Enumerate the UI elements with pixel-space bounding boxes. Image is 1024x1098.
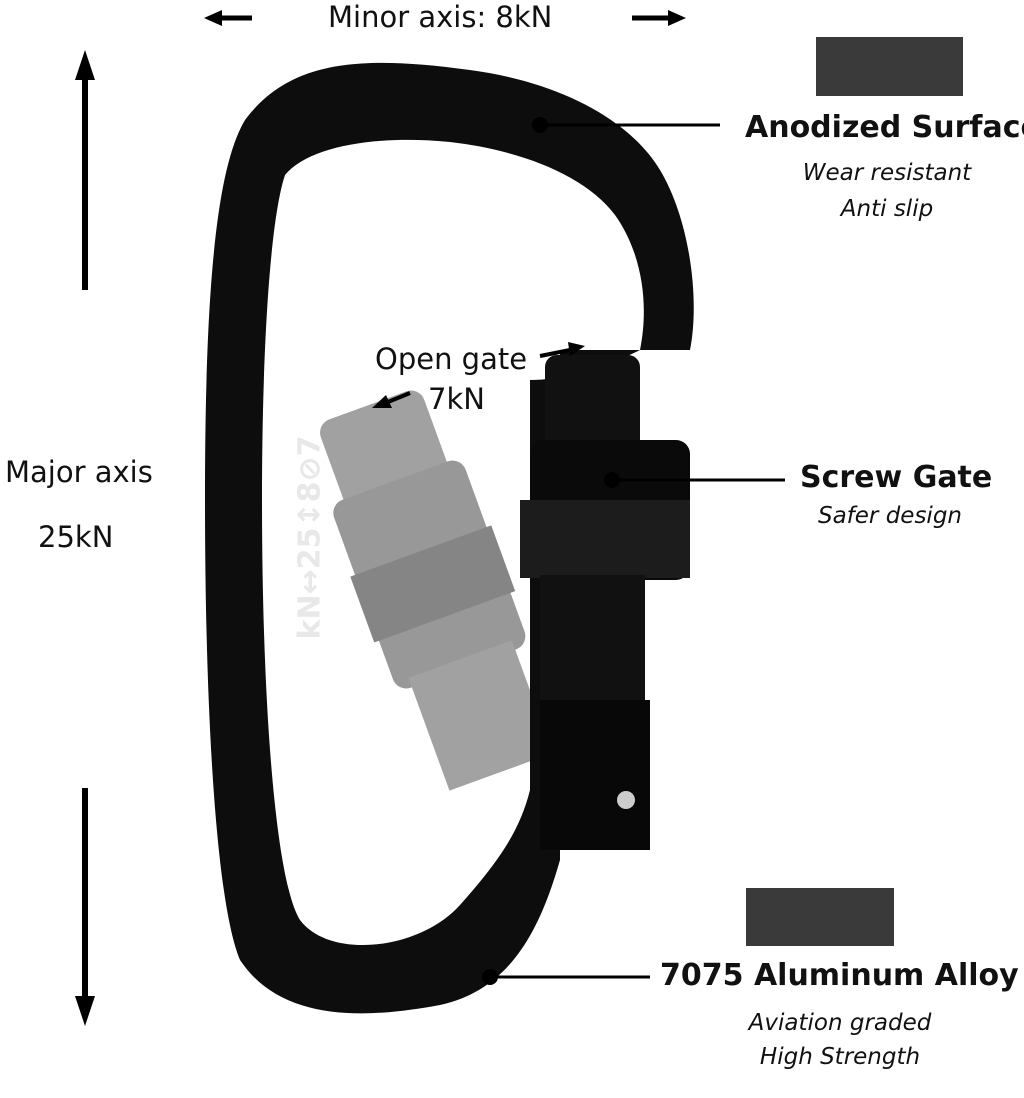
major-axis-label: Major axis <box>5 455 153 489</box>
open-gate-label: Open gate <box>375 342 528 376</box>
spine-marking: kN↔25↕8⊘7 <box>292 435 328 640</box>
carabiner-body <box>205 62 694 1014</box>
anodized-swatch <box>816 37 963 96</box>
alloy-line-2: High Strength <box>759 1044 921 1070</box>
open-gate-value: 7kN <box>428 382 485 416</box>
alloy-line-1: Aviation graded <box>748 1010 932 1036</box>
anodized-line-1: Wear resistant <box>802 160 972 186</box>
anodized-line-2: Anti slip <box>840 196 934 222</box>
major-axis-arrows <box>75 50 95 1026</box>
minor-axis-arrows <box>204 10 686 26</box>
minor-axis-label: Minor axis: 8kN <box>328 0 553 34</box>
major-axis-value: 25kN <box>38 520 114 554</box>
leader-lines <box>482 117 785 985</box>
screw-gate-title: Screw Gate <box>800 460 993 495</box>
anodized-title: Anodized Surface <box>745 110 1024 145</box>
screw-gate <box>520 355 690 850</box>
alloy-title: 7075 Aluminum Alloy <box>660 958 1019 993</box>
alloy-swatch <box>746 888 894 946</box>
open-gate-ghost <box>320 390 553 791</box>
screw-gate-line-1: Safer design <box>817 503 962 529</box>
